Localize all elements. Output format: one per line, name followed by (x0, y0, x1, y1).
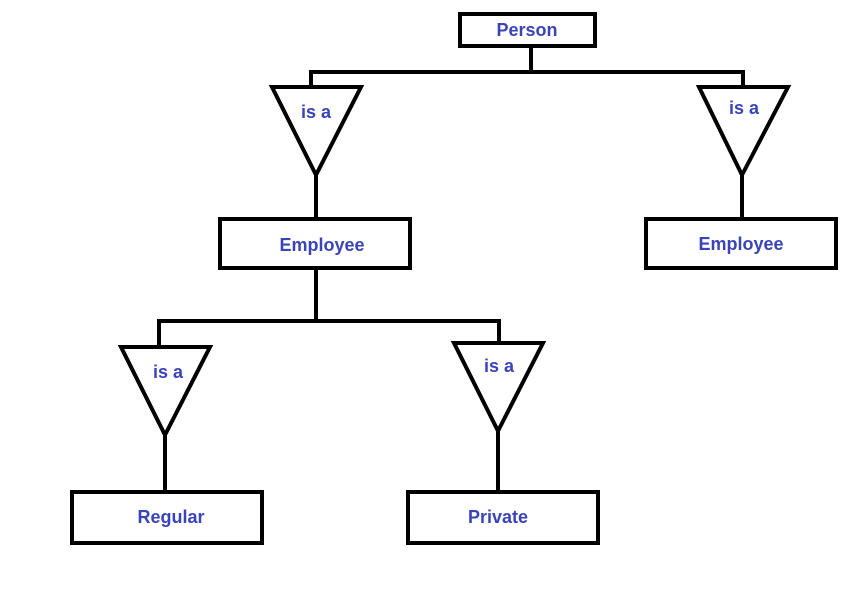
isa-bottom-right-triangle (450, 341, 547, 436)
isa-top-left-label: is a (301, 102, 332, 122)
entity-regular: Regular (70, 490, 264, 545)
isa-bottom-left-triangle (117, 345, 214, 440)
entity-private-label: Private (468, 507, 528, 527)
isa-top-right-triangle (695, 85, 792, 180)
entity-employee-right-label: Employee (698, 234, 783, 254)
entity-employee-left-box (218, 217, 412, 270)
entity-regular-label: Regular (137, 507, 204, 527)
isa-top-left: is a (268, 85, 365, 180)
entity-employee-right-box (644, 217, 838, 270)
connector-lines (157, 46, 745, 492)
isa-top-right: is a (695, 85, 792, 180)
entity-employee-left: Employee (218, 217, 412, 270)
entity-person: Person (458, 12, 597, 48)
isa-top-right-label: is a (729, 98, 760, 118)
isa-top-left-triangle (268, 85, 365, 180)
entity-regular-box (70, 490, 264, 545)
entity-private-box (406, 490, 600, 545)
isa-bottom-right-label: is a (484, 356, 515, 376)
entity-employee-left-label: Employee (279, 235, 364, 255)
isa-bottom-right: is a (450, 341, 547, 436)
entity-private: Private (406, 490, 600, 545)
entity-person-label: Person (496, 20, 557, 40)
isa-bottom-left: is a (117, 345, 214, 440)
isa-bottom-left-label: is a (153, 362, 184, 382)
entity-employee-right: Employee (644, 217, 838, 270)
entity-person-box (458, 12, 597, 48)
